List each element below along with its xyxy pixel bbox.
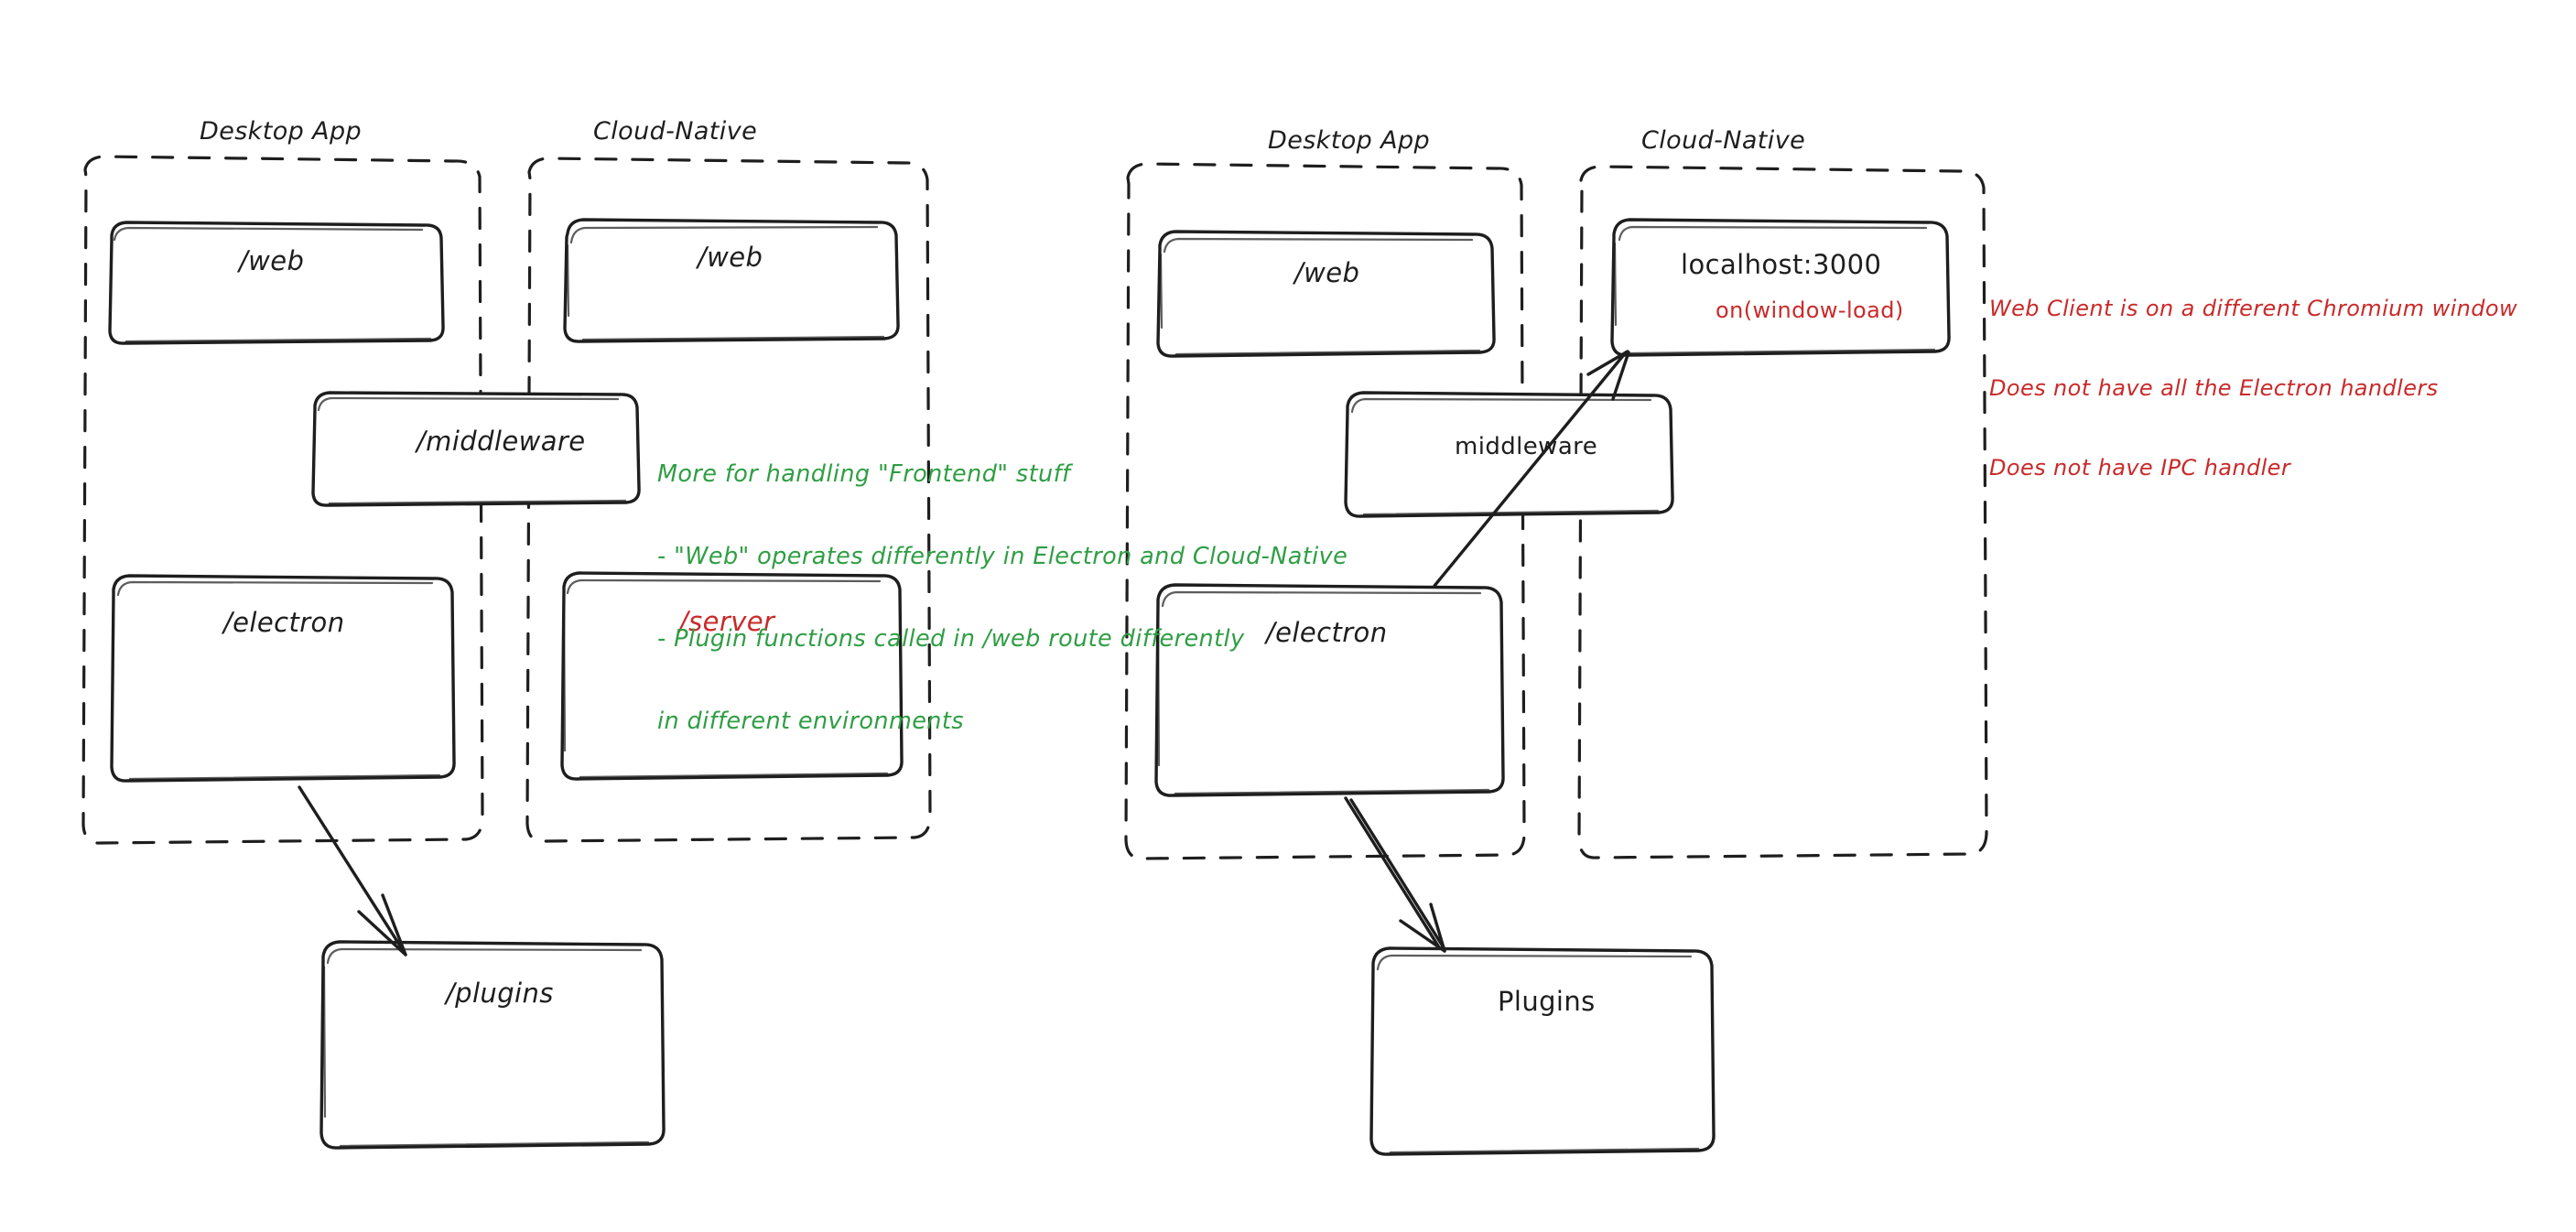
arrow-electron-to-localhost (1433, 350, 1630, 588)
box-server-left (560, 571, 904, 781)
box-electron-left (110, 574, 456, 783)
box-electron-right (1154, 583, 1505, 797)
group-container-cloud-native-left (525, 157, 932, 843)
box-middleware-right (1344, 391, 1674, 518)
box-web-cloud-left (563, 218, 900, 343)
group-container-cloud-native-right (1577, 165, 1988, 859)
arrow-electron-to-plugins-right (1344, 796, 1446, 953)
box-plugins-left (319, 940, 666, 1150)
box-plugins-right (1369, 946, 1716, 1156)
box-localhost-3000 (1610, 218, 1951, 357)
box-middleware-left (311, 391, 641, 507)
box-web-desktop-right (1156, 230, 1496, 358)
group-container-desktop-app-right (1124, 162, 1526, 860)
arrow-electron-to-plugins-left (298, 785, 407, 956)
group-container-desktop-app-left (81, 155, 484, 845)
box-web-desktop-left (108, 221, 445, 345)
